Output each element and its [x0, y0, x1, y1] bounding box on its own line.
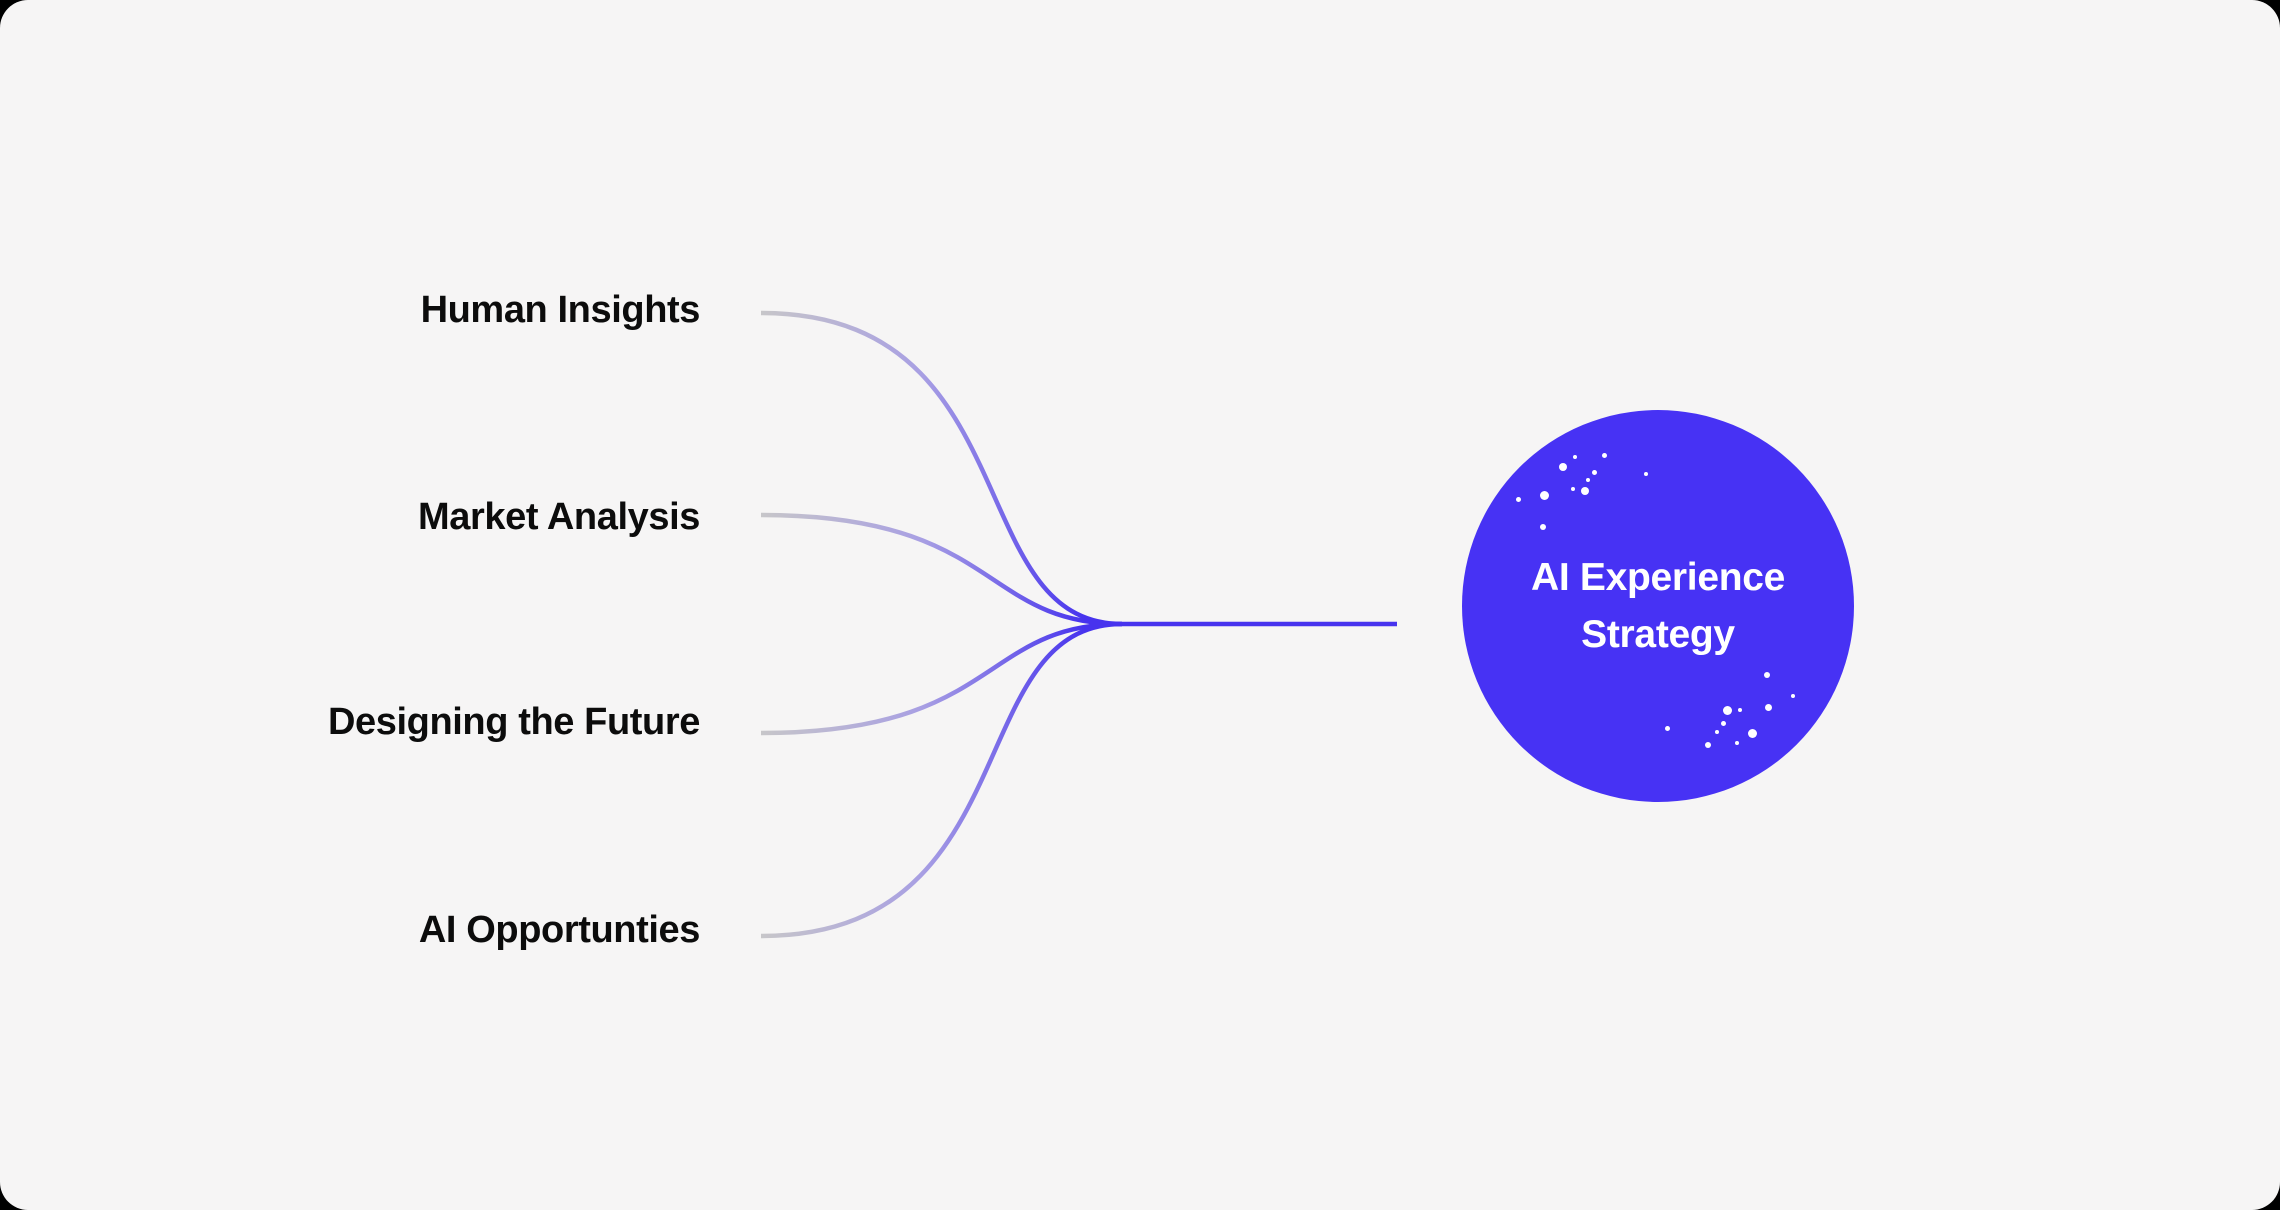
branch-label-designing-the-future[interactable]: Designing the Future — [327, 701, 700, 743]
sparkle-dot — [1791, 694, 1795, 698]
sparkle-dot — [1581, 487, 1589, 495]
sparkle-dot — [1705, 742, 1711, 748]
center-node[interactable]: AI Experience Strategy — [1462, 410, 1854, 802]
sparkle-dot — [1764, 672, 1770, 678]
sparkle-dot — [1644, 472, 1648, 476]
sparkle-dot — [1591, 469, 1597, 475]
branch-label-ai-opportunties[interactable]: AI Opportunties — [418, 909, 701, 951]
sparkle-dot — [1586, 478, 1590, 482]
sparkle-dot — [1747, 728, 1757, 738]
sparkle-dot — [1515, 496, 1521, 502]
sparkle-dot — [1722, 705, 1732, 715]
sparkle-dot — [1559, 463, 1567, 471]
center-node-label: AI Experience Strategy — [1530, 556, 1786, 656]
sparkles-layer — [1462, 410, 1854, 802]
sparkle-dot — [1764, 703, 1772, 711]
sparkle-dot — [1664, 725, 1670, 731]
connector-human-insights — [760, 310, 1123, 627]
branch-label-human-insights[interactable]: Human Insights — [420, 289, 701, 331]
sparkle-dot — [1715, 730, 1719, 734]
connector-designing-the-future — [760, 621, 1123, 736]
sparkle-dot — [1735, 741, 1739, 745]
connector-market-analysis — [760, 512, 1123, 627]
branch-label-market-analysis[interactable]: Market Analysis — [418, 496, 700, 538]
sparkle-dot — [1573, 455, 1577, 459]
sparkle-dot — [1738, 708, 1742, 712]
sparkle-dot — [1571, 487, 1575, 491]
sparkle-dot — [1539, 490, 1549, 500]
sparkle-dot — [1601, 452, 1607, 458]
connector-ai-opportunties — [760, 621, 1123, 939]
sparkle-dot — [1720, 720, 1726, 726]
sparkle-dot — [1540, 524, 1546, 530]
